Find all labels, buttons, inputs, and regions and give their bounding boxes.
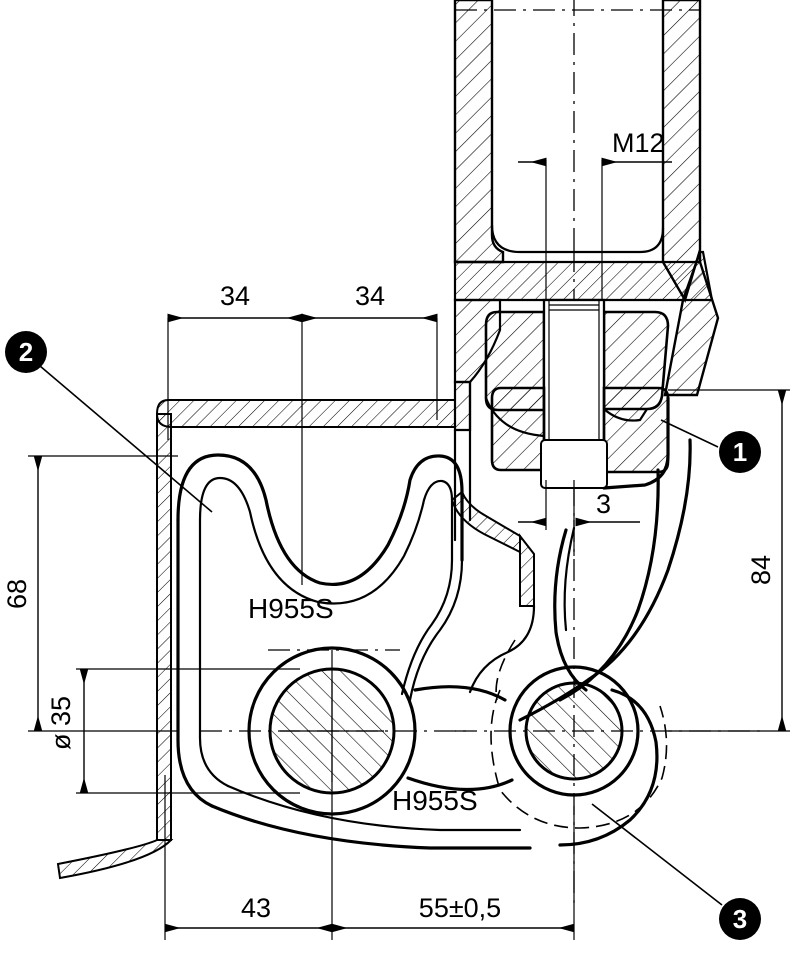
callout-1-number: 1 [733,437,747,467]
latch-finger-inner [563,526,576,632]
bracket-band-inner [400,558,454,696]
callout-1-group[interactable]: 1 [660,419,761,473]
lower-plate-right [602,386,670,474]
hook-jaw-inner [558,468,660,702]
dim-34-left-text: 34 [220,281,250,311]
hook-top-profile-inner [198,476,454,605]
hook-left-edge [176,518,214,808]
hook-jaw-outer [518,438,692,722]
hook-hidden-profile-upper [495,639,516,701]
dim-bottom-group: 43 55±0,5 [164,775,575,940]
bracket-right-sloped-flank [663,251,720,397]
hook-hidden-profile [490,689,668,829]
dim-68-text: 68 [2,579,32,609]
hook-waist-lower [406,776,514,792]
left-flange-extension [453,380,472,432]
callout-3-group[interactable]: 3 [591,803,761,940]
callout-1-leader [660,419,719,448]
callout-1-balloon[interactable] [719,431,761,473]
part-label-lower: H955S [392,785,478,816]
dim-34-right-text: 34 [355,281,385,311]
callout-2-leader [39,365,213,513]
lower-plate-left [490,386,546,472]
dim-84-group: 84 [668,389,790,732]
tube-right-wall [661,0,702,304]
hook-top-profile [176,453,464,586]
upper-bracket-section [453,0,720,542]
s-rib-vertical [519,533,535,607]
hook-pin-boss-outer [508,665,640,797]
bracket-band-lower [468,604,536,694]
plate-skirt-right [602,396,670,490]
dim-diameter-35-text: ø 35 [46,696,76,750]
dim-m12-group: M12 [518,128,672,300]
channel-top-plate [155,399,456,428]
tube-cavity-fillet [490,223,665,254]
callout-3-balloon[interactable] [719,898,761,940]
channel-vertical-web [156,413,172,841]
tube-left-wall [453,0,505,264]
callout-2-balloon[interactable] [5,331,47,373]
callout-2-number: 2 [19,337,33,367]
callout-2-group[interactable]: 2 [5,331,213,513]
dim-3-text: 3 [596,489,611,519]
dim-55-text: 55±0,5 [419,893,501,923]
dim-43-text: 43 [241,893,271,923]
hook-left-edge-inner [198,518,230,788]
latch-finger [553,528,588,692]
channel-lower-tail [56,839,174,880]
hook-lower-sweep [210,804,532,850]
part-label-upper: H955S [248,593,334,624]
hook-right-lobe [558,688,659,847]
hook-body-outline [176,438,692,850]
dim-68-group: 68 [2,455,178,732]
dim-m12-text: M12 [612,128,665,158]
dim-d35-group: ø 35 [46,668,300,794]
dim-3-group: 3 [518,480,640,556]
hook-lower-sweep-inner [226,784,522,832]
hook-pin-hatched [524,681,624,781]
bracket-band-outer [408,558,464,702]
dim-84-text: 84 [746,555,776,585]
callout-3-leader [591,803,723,906]
callout-3-number: 3 [733,904,747,934]
left-channel-section [56,399,456,880]
dim-34-group: 34 34 [167,281,438,585]
